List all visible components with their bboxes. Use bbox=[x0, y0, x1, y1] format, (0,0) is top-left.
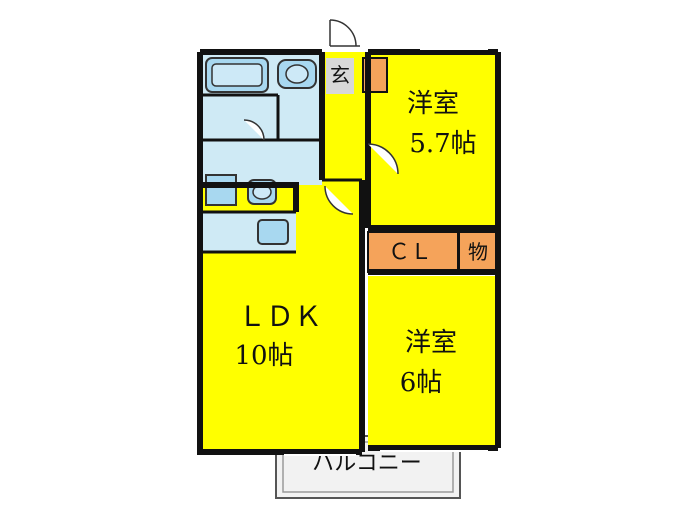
closet-label: ＣＬ bbox=[388, 240, 432, 265]
ldk-size: 10帖 bbox=[234, 341, 293, 371]
bathtub-inner-icon bbox=[211, 63, 263, 87]
bedroom-bottom-size: 6帖 bbox=[400, 368, 443, 398]
bedroom-bottom bbox=[368, 276, 498, 448]
kitchen-sink-icon bbox=[257, 219, 289, 245]
storage-label: 物 bbox=[468, 240, 488, 264]
walls bbox=[197, 49, 501, 455]
ldk-door-icon bbox=[324, 185, 354, 215]
ldk-name: ＬＤＫ bbox=[238, 300, 322, 333]
entrance-label: 玄 bbox=[330, 63, 350, 87]
toilet-bowl-icon bbox=[285, 64, 309, 84]
washer-icon bbox=[205, 174, 237, 206]
bedroom-top-door-icon bbox=[367, 143, 399, 175]
bath-door-icon bbox=[243, 119, 265, 141]
inner-walls bbox=[200, 93, 362, 254]
bedroom-bottom-name: 洋室 bbox=[405, 328, 457, 358]
bedroom-top-name: 洋室 bbox=[407, 89, 459, 119]
bedroom-top-size: 5.7帖 bbox=[409, 129, 476, 159]
storage bbox=[458, 231, 499, 273]
entrance-floor bbox=[326, 58, 354, 94]
bedroom-top bbox=[368, 52, 498, 228]
front-door-icon bbox=[329, 19, 357, 47]
